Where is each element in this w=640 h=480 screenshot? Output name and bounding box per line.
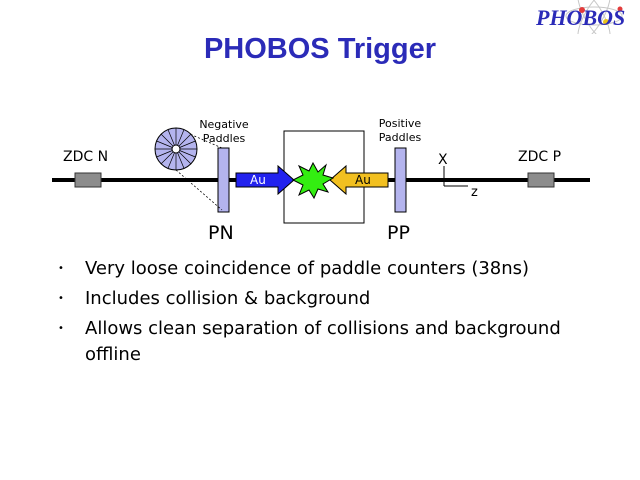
au-right-label: Au <box>355 173 371 187</box>
zdc-n-label: ZDC N <box>63 149 109 165</box>
au-left-label: Au <box>250 173 266 187</box>
au-beam-left-arrow <box>235 164 295 196</box>
paddle-projection-line <box>175 169 223 211</box>
positive-paddles-label: Positive Paddles <box>378 117 422 144</box>
logo-text: PHOBOS <box>535 5 625 30</box>
bullet-item: •Very loose coincidence of paddle counte… <box>56 256 616 282</box>
collision-star <box>291 161 335 200</box>
zdc-p-detector <box>527 172 555 188</box>
bullet-dot-icon: • <box>58 263 64 274</box>
zdc-p-label: ZDC P <box>518 149 562 165</box>
bullet-item: •Includes collision & background <box>56 286 616 312</box>
coordinate-axes <box>443 166 468 187</box>
negative-paddles-label: Negative Paddles <box>199 118 249 145</box>
paddle-wheel <box>154 127 198 171</box>
bullet-dot-icon: • <box>58 323 64 334</box>
zdc-n-detector <box>74 172 102 188</box>
axis-x-label: X <box>438 152 448 168</box>
bullet-list: •Very loose coincidence of paddle counte… <box>56 256 616 372</box>
negative-paddle-bar <box>217 147 230 213</box>
slide-title: PHOBOS Trigger <box>203 33 437 65</box>
au-beam-right-arrow <box>329 164 389 196</box>
phobos-logo: PHOBOS <box>535 0 625 34</box>
pn-label: PN <box>208 222 234 244</box>
bullet-item: •Allows clean separation of collisions a… <box>58 318 561 365</box>
pp-label: PP <box>387 222 410 244</box>
bullet-dot-icon: • <box>58 293 64 304</box>
positive-paddle-bar <box>394 147 407 213</box>
axis-z-label: z <box>471 185 478 200</box>
